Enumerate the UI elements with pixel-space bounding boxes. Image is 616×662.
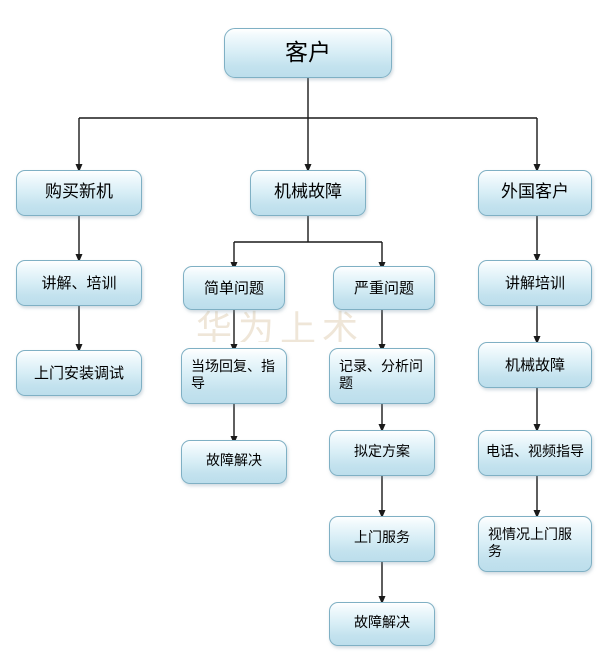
node-record-analyze-problem-label: 记录、分析问题 [339,358,423,393]
node-explain-training-label: 讲解、培训 [41,273,117,292]
node-simple-problem-label: 简单问题 [203,278,264,297]
node-draft-plan[interactable]: 拟定方案 [329,430,435,476]
node-buy-new-machine-label: 购买新机 [45,182,113,203]
node-severe-problem-label: 严重问题 [353,278,414,297]
node-foreign-customer[interactable]: 外国客户 [478,170,592,216]
node-draft-plan-label: 拟定方案 [354,444,410,461]
node-onsite-reply-guidance-label: 当场回复、指导 [191,358,275,393]
node-right-explain-training[interactable]: 讲解培训 [478,260,592,306]
node-phone-video-guidance[interactable]: 电话、视频指导 [478,430,592,476]
node-right-mechanical-fault-label: 机械故障 [504,355,565,374]
node-conditional-onsite-service[interactable]: 视情况上门服务 [478,516,592,572]
node-right-explain-training-label: 讲解培训 [504,273,565,292]
node-onsite-service[interactable]: 上门服务 [329,516,435,562]
node-customer-label: 客户 [285,39,331,66]
node-customer[interactable]: 客户 [224,28,392,78]
node-conditional-onsite-service-label: 视情况上门服务 [488,526,572,561]
node-simple-problem[interactable]: 简单问题 [183,266,285,310]
node-record-analyze-problem[interactable]: 记录、分析问题 [329,348,435,404]
watermark-text: 华为上术 [196,309,365,342]
node-foreign-customer-label: 外国客户 [501,182,569,203]
node-severe-fault-resolved[interactable]: 故障解决 [329,602,435,646]
node-onsite-install-debug[interactable]: 上门安装调试 [16,350,142,396]
node-buy-new-machine[interactable]: 购买新机 [16,170,142,216]
node-explain-training[interactable]: 讲解、培训 [16,260,142,306]
node-onsite-service-label: 上门服务 [354,530,410,547]
node-simple-fault-resolved-label: 故障解决 [206,453,262,470]
node-severe-fault-resolved-label: 故障解决 [354,615,410,632]
node-simple-fault-resolved[interactable]: 故障解决 [181,440,287,484]
node-mechanical-fault[interactable]: 机械故障 [250,170,366,216]
node-onsite-reply-guidance[interactable]: 当场回复、指导 [181,348,287,404]
node-mechanical-fault-label: 机械故障 [274,182,342,203]
node-right-mechanical-fault[interactable]: 机械故障 [478,342,592,388]
node-severe-problem[interactable]: 严重问题 [333,266,435,310]
node-onsite-install-debug-label: 上门安装调试 [33,363,124,382]
node-phone-video-guidance-label: 电话、视频指导 [486,444,584,461]
